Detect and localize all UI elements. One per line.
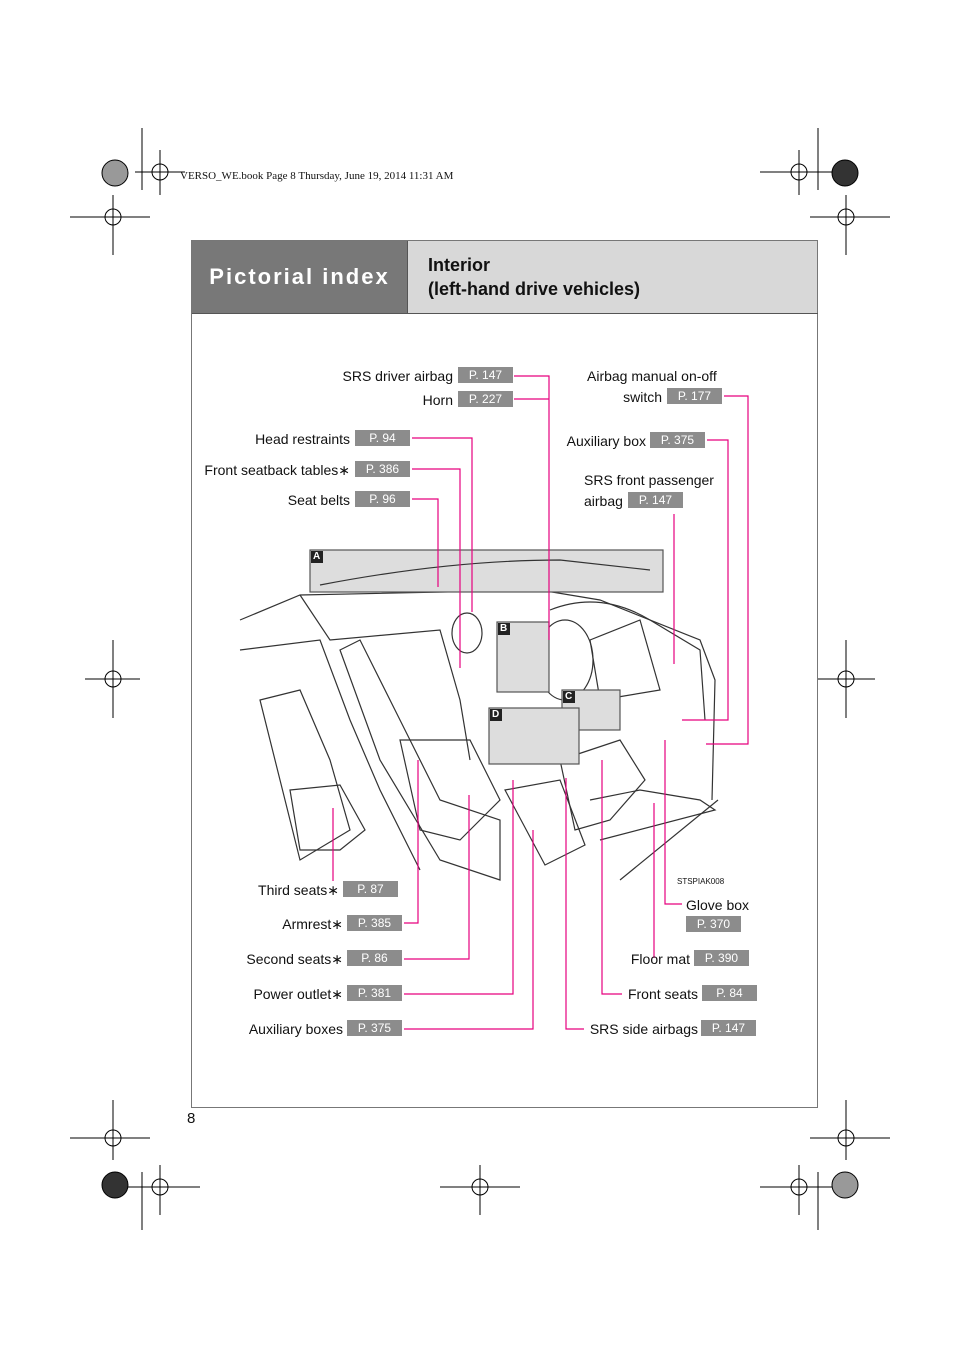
- auxiliary-boxes-label: Auxiliary boxes: [248, 1021, 343, 1037]
- horn-label: Horn: [422, 392, 453, 408]
- power-outlet-label: Power outlet∗: [253, 986, 343, 1002]
- registration-mark-icon: [810, 195, 890, 255]
- registration-mark-icon: [70, 1100, 150, 1160]
- glove-box-label: Glove box: [686, 897, 750, 913]
- seat-belts-label: Seat belts: [287, 492, 350, 508]
- inset-c-marker: [563, 691, 575, 703]
- head-restraints-page-link[interactable]: P. 94: [355, 430, 410, 446]
- inset-d-label: D: [492, 709, 500, 720]
- auxiliary-boxes-page-link[interactable]: P. 375: [347, 1020, 402, 1036]
- front-seats-page-link[interactable]: P. 84: [702, 985, 757, 1001]
- seat-belts-page-link[interactable]: P. 96: [355, 491, 410, 507]
- registration-mark-icon: [818, 640, 875, 718]
- front-seats-label: Front seats: [627, 986, 698, 1002]
- inset-b-label: B: [500, 623, 508, 634]
- inset-c-label: C: [565, 691, 573, 702]
- horn-page-link[interactable]: P. 227: [458, 391, 513, 407]
- third-seats-label: Third seats∗: [258, 882, 339, 898]
- srs-front-passenger-label-2: airbag: [584, 493, 623, 509]
- registration-mark-icon: [85, 640, 140, 718]
- title-line-1: Interior: [428, 255, 491, 275]
- page-frame: [191, 240, 818, 1108]
- registration-mark-icon: [135, 150, 185, 195]
- page-title: Interior (left-hand drive vehicles): [407, 241, 817, 313]
- registration-mark-icon: [760, 150, 835, 195]
- inset-a-label: A: [313, 551, 321, 562]
- srs-front-passenger-label: SRS front passenger: [584, 472, 714, 488]
- header-divider: [192, 313, 818, 314]
- book-info-line: VERSO_WE.book Page 8 Thursday, June 19, …: [180, 170, 454, 182]
- second-seats-page-link[interactable]: P. 86: [347, 950, 402, 966]
- seatback-tables-label: Front seatback tables∗: [204, 462, 350, 478]
- registration-mark-icon: [810, 1100, 890, 1160]
- auxiliary-box-label: Auxiliary box: [566, 433, 646, 449]
- inset-d-marker: [490, 709, 502, 721]
- head-restraints-label: Head restraints: [255, 431, 350, 447]
- armrest-page-link[interactable]: P. 385: [347, 915, 402, 931]
- srs-side-airbags-label: SRS side airbags: [589, 1021, 698, 1037]
- srs-driver-airbag-page-link[interactable]: P. 147: [458, 367, 513, 383]
- registration-mark-icon: [760, 1165, 835, 1215]
- airbag-switch-label: Airbag manual on-off: [587, 368, 717, 384]
- registration-mark-icon: [120, 1165, 200, 1215]
- srs-driver-airbag-label: SRS driver airbag: [342, 368, 454, 384]
- srs-side-airbags-page-link[interactable]: P. 147: [701, 1020, 756, 1036]
- page-number: 8: [187, 1110, 196, 1127]
- armrest-label: Armrest∗: [282, 916, 343, 932]
- floor-mat-label: Floor mat: [630, 951, 690, 967]
- registration-mark-icon: [70, 195, 150, 255]
- registration-mark-icon: [440, 1165, 520, 1215]
- srs-front-passenger-page-link[interactable]: P. 147: [628, 492, 683, 508]
- floor-mat-page-link[interactable]: P. 390: [694, 950, 749, 966]
- title-line-2: (left-hand drive vehicles): [428, 279, 641, 299]
- third-seats-page-link[interactable]: P. 87: [343, 881, 398, 897]
- glove-box-page-link[interactable]: P. 370: [686, 916, 741, 932]
- airbag-switch-label-2: switch: [623, 389, 662, 405]
- auxiliary-box-page-link[interactable]: P. 375: [650, 432, 705, 448]
- inset-b-marker: [498, 623, 510, 635]
- figure-code: STSPIAK008: [677, 877, 725, 886]
- seatback-tables-page-link[interactable]: P. 386: [355, 461, 410, 477]
- airbag-switch-page-link[interactable]: P. 177: [667, 388, 722, 404]
- second-seats-label: Second seats∗: [246, 951, 343, 967]
- power-outlet-page-link[interactable]: P. 381: [347, 985, 402, 1001]
- inset-a-marker: [311, 551, 323, 563]
- section-title: Pictorial index: [192, 241, 407, 313]
